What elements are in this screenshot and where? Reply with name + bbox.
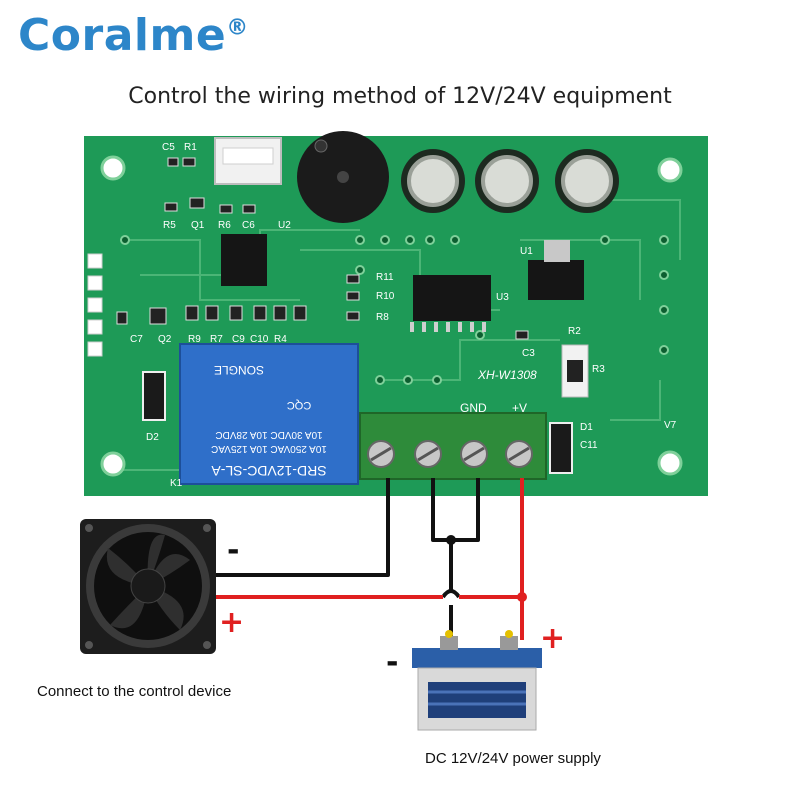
fan-minus-sign: -	[227, 533, 239, 568]
label-c5: C5	[162, 142, 175, 153]
label-r3: R3	[592, 364, 605, 375]
brand-logo: Coralme®	[18, 10, 249, 61]
junction-positive	[517, 592, 527, 602]
label-q2: Q2	[158, 334, 172, 345]
caption-control-device: Connect to the control device	[37, 683, 232, 700]
board-model: XH-W1308	[477, 368, 537, 382]
label-c11: C11	[580, 440, 598, 451]
label-r6: R6	[218, 220, 231, 231]
label-r5: R5	[163, 220, 176, 231]
label-u2: U2	[278, 220, 291, 231]
silkscreen-labels: C5 R1 R5 Q1 R6 C6 U2 R11 R10 R8 U3 U1 C3…	[130, 142, 677, 489]
label-c3: C3	[522, 348, 535, 359]
label-r11: R11	[376, 272, 394, 283]
label-r7: R7	[210, 334, 223, 345]
label-r1: R1	[184, 142, 197, 153]
diode-d2	[142, 371, 166, 421]
label-r2: R2	[568, 326, 581, 337]
junction-gnd	[446, 535, 456, 545]
label-vplus: +V	[512, 401, 527, 415]
page-title: Control the wiring method of 12V/24V equ…	[128, 84, 672, 109]
label-c10: C10	[250, 334, 269, 345]
label-r8: R8	[376, 312, 389, 323]
label-k1: K1	[170, 478, 183, 489]
fan	[80, 519, 216, 654]
label-u3: U3	[496, 292, 509, 303]
battery-plus-sign: +	[540, 621, 565, 656]
pin-header	[87, 253, 103, 357]
label-u1: U1	[520, 246, 533, 257]
battery	[412, 630, 542, 731]
relay-rating-1: 10A 250VAC 10A 125VAC	[211, 443, 327, 454]
label-q1: Q1	[191, 220, 205, 231]
terminal-screws	[367, 440, 533, 468]
label-r9: R9	[188, 334, 201, 345]
relay-maker: SONGLE	[214, 363, 264, 377]
label-r4: R4	[274, 334, 287, 345]
label-c7: C7	[130, 334, 143, 345]
chip-u2	[221, 234, 267, 286]
relay-model: SRD-12VDC-SL-A	[211, 463, 327, 479]
wire-fan-negative	[215, 478, 390, 577]
pcb-vias	[120, 235, 669, 385]
registered-mark: ®	[226, 15, 249, 41]
label-c6: C6	[242, 220, 255, 231]
label-d2: D2	[146, 432, 159, 443]
fan-plus-sign: +	[219, 605, 244, 640]
smd-parts	[116, 157, 529, 340]
label-c9: C9	[232, 334, 245, 345]
caption-power-supply: DC 12V/24V power supply	[425, 750, 601, 767]
relay-markings: SRD-12VDC-SL-A 10A 250VAC 10A 125VAC 10A…	[211, 363, 327, 479]
regulator-u1	[528, 260, 584, 300]
wire-crossover	[441, 589, 461, 599]
label-d1: D1	[580, 422, 593, 433]
wires	[215, 478, 524, 655]
battery-minus-sign: -	[386, 645, 398, 680]
label-r10: R10	[376, 291, 395, 302]
label-v7: V7	[664, 420, 677, 431]
brand-name: Coralme	[18, 10, 227, 61]
relay-k1	[179, 343, 359, 485]
mounting-holes	[100, 155, 683, 477]
label-gnd: GND	[460, 401, 487, 415]
relay-rating-2: 10A 30VDC 10A 28VDC	[215, 429, 322, 440]
chip-u3	[413, 275, 491, 321]
electrolytic-capacitors	[401, 149, 619, 213]
relay-cqc: CQC	[287, 399, 312, 411]
diode-d1	[549, 422, 573, 474]
